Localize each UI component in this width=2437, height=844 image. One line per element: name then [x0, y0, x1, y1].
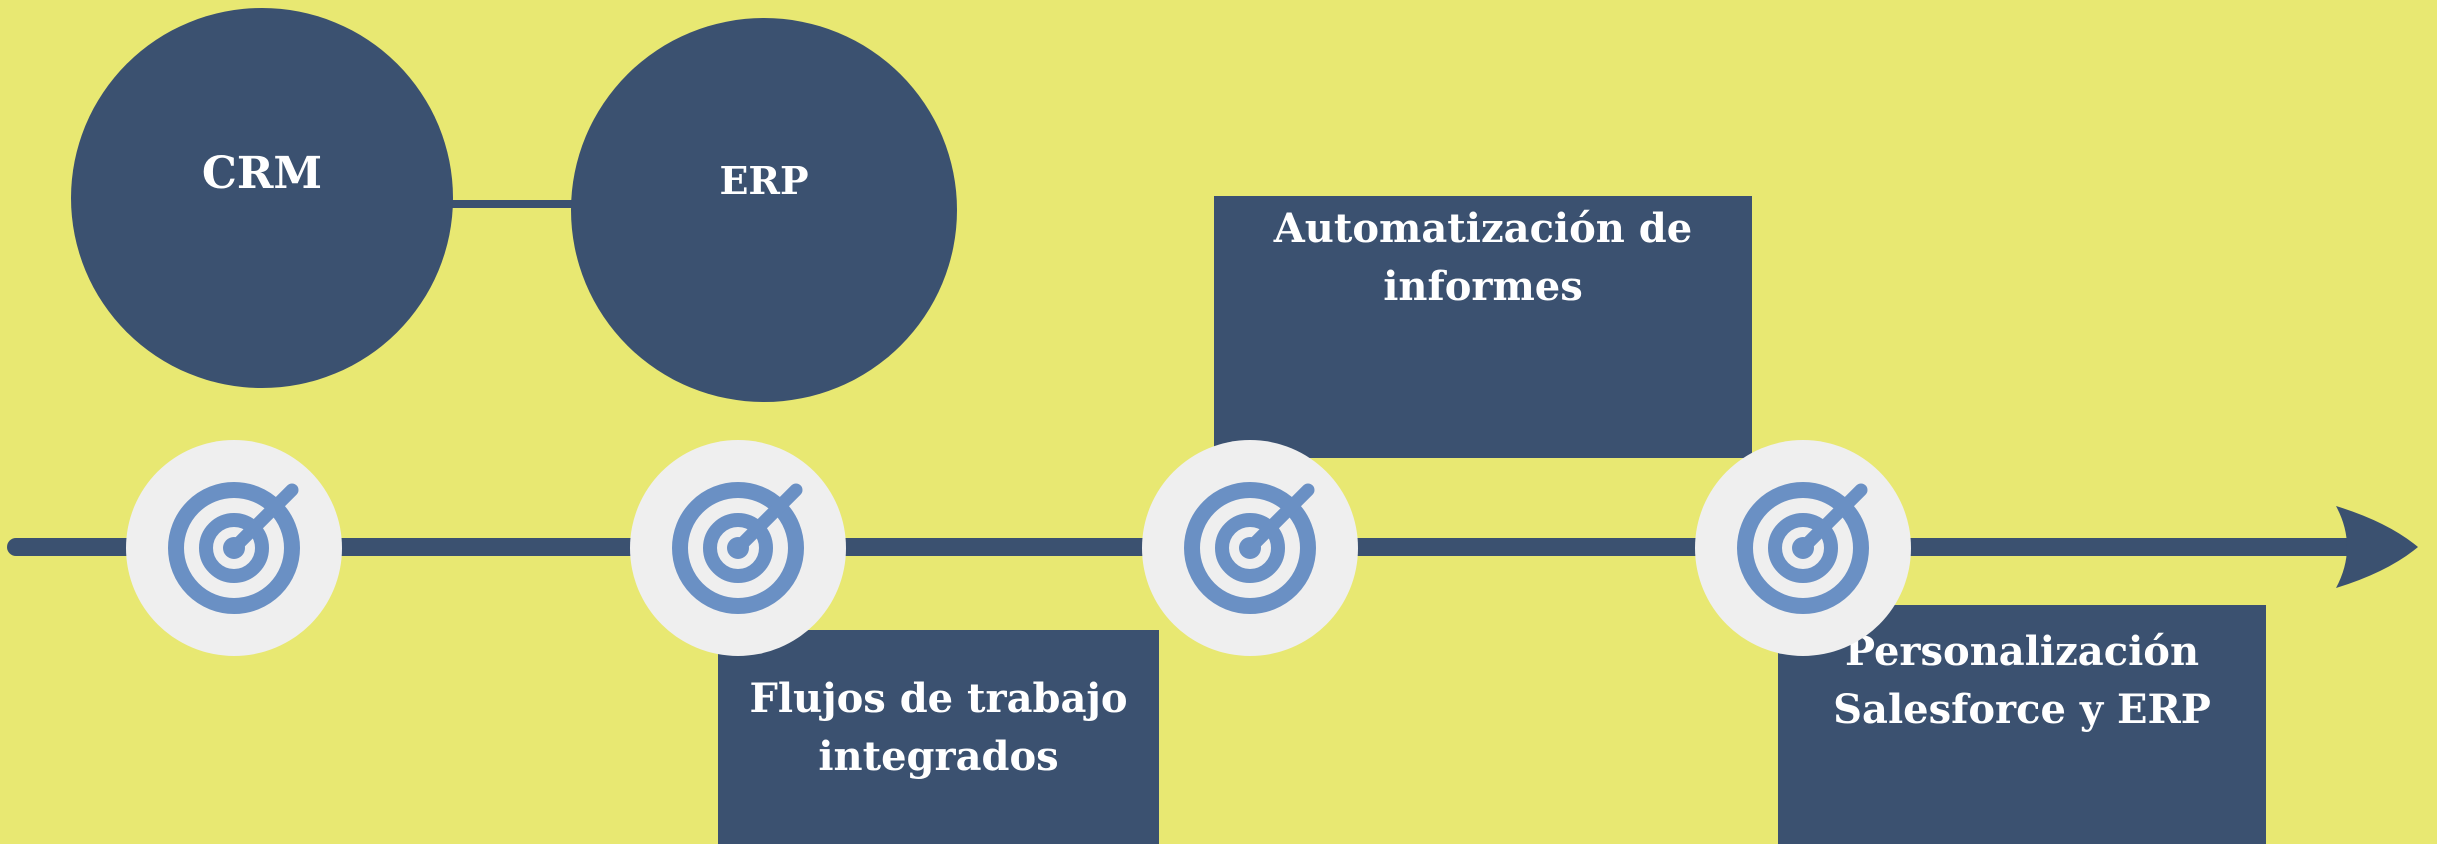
crm-label: CRM	[201, 148, 323, 199]
crm-circle: CRM	[71, 8, 453, 388]
target-icon	[168, 482, 300, 614]
milestone-3	[1142, 440, 1358, 656]
milestone-2	[630, 440, 846, 656]
crm-erp-connector	[450, 200, 575, 208]
box-personal-line-2: Salesforce y ERP	[1833, 686, 2211, 733]
erp-label: ERP	[719, 158, 809, 203]
milestone-1	[126, 440, 342, 656]
box-informes-line-1: Automatización de	[1273, 205, 1693, 252]
box-personalizacion: Personalización Salesforce y ERP	[1778, 605, 2266, 844]
box-personal-line-1: Personalización	[1844, 628, 2200, 675]
box-flujos-line-1: Flujos de trabajo	[749, 675, 1128, 722]
arrow-head	[2336, 506, 2418, 588]
target-icon	[1737, 482, 1869, 614]
box-flujos-line-2: integrados	[818, 733, 1059, 780]
box-flujos-trabajo: Flujos de trabajo integrados	[718, 630, 1159, 844]
box-automatizacion-informes: Automatización de informes	[1214, 196, 1752, 458]
milestone-4	[1695, 440, 1911, 656]
erp-circle: ERP	[571, 18, 957, 402]
target-icon	[672, 482, 804, 614]
target-icon	[1184, 482, 1316, 614]
box-informes-line-2: informes	[1383, 263, 1583, 310]
